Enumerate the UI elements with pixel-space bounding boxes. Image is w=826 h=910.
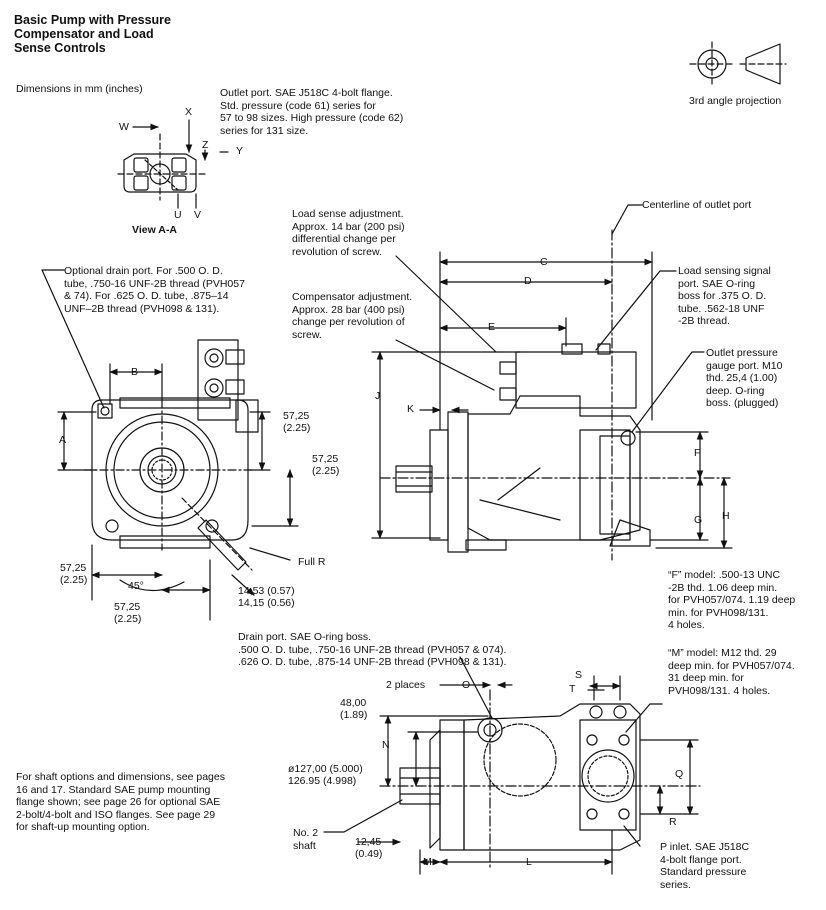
projection-symbol-icon: [690, 42, 786, 86]
dim-letter-d: D: [524, 275, 532, 287]
dim-letter-f: F: [694, 447, 701, 459]
dim-value-57-top: 57,25 (2.25): [283, 410, 311, 434]
dim-letter-a: A: [59, 434, 67, 446]
dim-letter-n: N: [382, 739, 390, 751]
compensator-adjustment-callout: Compensator adjustment. Approx. 28 bar (…: [292, 291, 413, 341]
dim-letter-t: T: [569, 683, 576, 695]
projection-label: 3rd angle projection: [689, 95, 782, 107]
dim-letter-q: Q: [675, 768, 684, 780]
view-letter-w: W: [119, 121, 129, 133]
page-title: Basic Pump with Pressure Compensator and…: [14, 13, 172, 55]
dim-letter-o: O: [462, 679, 471, 691]
centerline-outlet-callout: Centerline of outlet port: [642, 199, 752, 211]
dim-value-48: 48,00 (1.89): [340, 697, 368, 721]
dim-value-127: ø127,00 (5.000) 126.95 (4.998): [288, 763, 363, 787]
two-places-label: 2 places: [386, 679, 426, 691]
dim-value-57-left: 57,25 (2.25): [60, 562, 88, 586]
dim-value-slot: 14,53 (0.57) 14,15 (0.56): [238, 585, 295, 609]
view-a-a-drawing: [118, 120, 228, 208]
dim-letter-s: S: [575, 669, 583, 681]
view-letter-x: X: [185, 106, 193, 118]
view-letter-u: U: [174, 209, 182, 221]
view-a-a-label: View A-A: [132, 224, 177, 236]
outlet-gauge-callout: Outlet pressure gauge port. M10 thd. 25,…: [706, 347, 783, 409]
optional-drain-callout: Optional drain port. For .500 O. D. tube…: [64, 265, 245, 315]
p-inlet-callout: P inlet. SAE J518C 4-bolt flange port. S…: [660, 841, 750, 891]
dim-letter-r: R: [669, 816, 677, 828]
dim-letter-c: C: [540, 256, 548, 268]
load-sense-adjustment-callout: Load sense adjustment. Approx. 14 bar (2…: [292, 208, 405, 258]
drain-port-callout: Drain port. SAE O-ring boss. .500 O. D. …: [238, 631, 507, 668]
pump-bottom-view: [324, 657, 700, 874]
dim-value-57-mid: 57,25 (2.25): [312, 453, 340, 477]
dim-letter-b: B: [131, 366, 139, 378]
dim-letter-m: M: [423, 856, 432, 868]
dim-letter-k: K: [407, 403, 415, 415]
dim-value-12: 12,45 (0.49): [355, 836, 383, 860]
dim-letter-g: G: [694, 514, 703, 526]
outlet-port-callout: Outlet port. SAE J518C 4-bolt flange. St…: [220, 87, 404, 137]
dim-letter-j: J: [375, 390, 381, 402]
dim-value-angle: 45°: [128, 580, 144, 592]
shaft-options-note: For shaft options and dimensions, see pa…: [16, 771, 225, 833]
dim-letter-l: L: [526, 856, 532, 868]
dim-letter-e: E: [488, 321, 496, 333]
full-r-label: Full R: [298, 556, 326, 568]
load-sensing-port-callout: Load sensing signal port. SAE O-ring bos…: [678, 265, 771, 327]
pump-side-view: [372, 205, 732, 560]
dim-value-57-bottom: 57,25 (2.25): [114, 601, 142, 625]
f-model-note: “F” model: .500-13 UNC -2B thd. 1.06 dee…: [668, 569, 796, 631]
view-letter-v: V: [194, 209, 202, 221]
dim-letter-h: H: [722, 510, 730, 522]
pump-front-view: [42, 270, 298, 620]
dimensions-note: Dimensions in mm (inches): [16, 83, 143, 95]
view-letter-y: Y: [236, 145, 244, 157]
view-letter-z: Z: [202, 139, 209, 151]
m-model-note: “M” model: M12 thd. 29 deep min. for PVH…: [668, 647, 795, 697]
no2-shaft-label: No. 2 shaft: [293, 827, 319, 852]
